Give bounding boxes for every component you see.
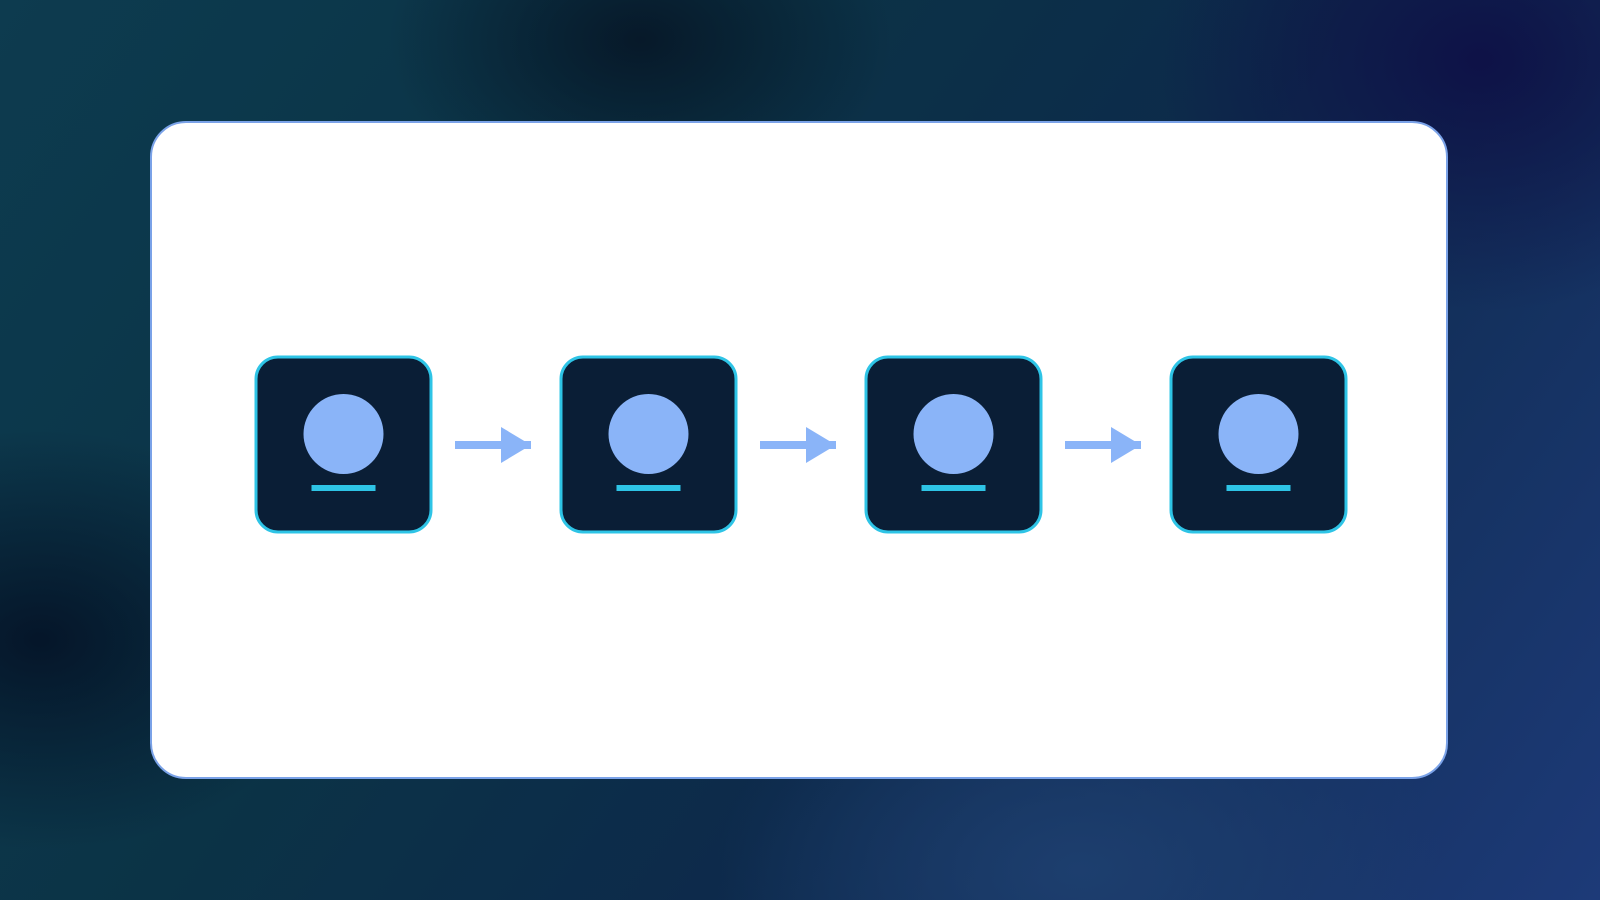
flow-node-underline xyxy=(311,485,376,491)
flow-node-underline xyxy=(1226,485,1291,491)
arrow-right-icon xyxy=(1065,427,1141,463)
arrow-head xyxy=(806,427,836,463)
user-avatar-icon xyxy=(913,394,994,474)
flow-node xyxy=(1169,355,1348,534)
flow-node xyxy=(864,355,1043,534)
user-avatar-icon xyxy=(608,394,689,474)
arrow-right-icon xyxy=(455,427,531,463)
arrow-head xyxy=(501,427,531,463)
arrow-head xyxy=(1111,427,1141,463)
arrow-shaft xyxy=(1065,441,1141,449)
arrow-right-icon xyxy=(760,427,836,463)
flow-node-underline xyxy=(616,485,681,491)
arrow-shaft xyxy=(455,441,531,449)
diagram-card xyxy=(150,121,1448,779)
user-avatar-icon xyxy=(303,394,384,474)
flow-diagram xyxy=(254,355,1348,534)
flow-node-underline xyxy=(921,485,986,491)
arrow-shaft xyxy=(760,441,836,449)
user-avatar-icon xyxy=(1218,394,1299,474)
flow-node xyxy=(254,355,433,534)
flow-node xyxy=(559,355,738,534)
